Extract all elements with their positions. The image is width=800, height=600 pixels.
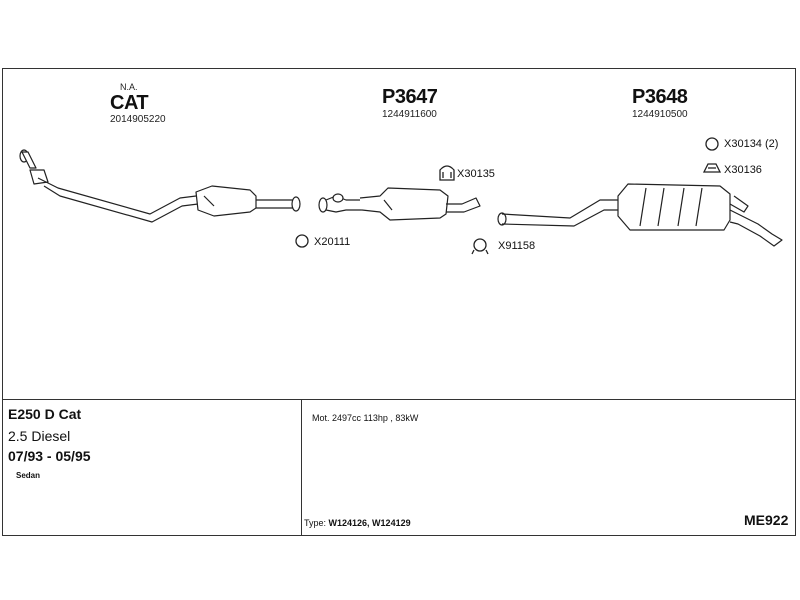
cat-note: N.A. <box>120 82 138 92</box>
cat-part-number: 2014905220 <box>110 114 166 125</box>
type-row: Type: W124126, W124129 <box>304 518 411 528</box>
p3647-label: P3647 <box>382 86 438 108</box>
rear-silencer-drawing <box>497 183 783 247</box>
vehicle-engine: 2.5 Diesel <box>8 428 71 444</box>
p3647-part-number: 1244911600 <box>382 109 437 120</box>
reference-code: ME922 <box>744 512 789 528</box>
fitting-x30134: X30134 (2) <box>724 138 779 150</box>
mounting-clamp-icon <box>471 238 489 255</box>
middle-silencer-drawing <box>318 187 481 221</box>
divider-horizontal <box>3 399 795 400</box>
catalytic-converter-drawing <box>19 149 301 223</box>
vehicle-years: 07/93 - 05/95 <box>8 448 91 464</box>
p3648-part-number: 1244910500 <box>632 109 688 120</box>
cat-label: CAT <box>110 92 149 114</box>
fitting-x91158: X91158 <box>498 240 536 252</box>
motor-spec: Mot. 2497cc 113hp , 83kW <box>312 413 419 423</box>
hanger-icon <box>702 163 722 173</box>
fitting-x30135: X30135 <box>457 168 495 180</box>
divider-vertical <box>301 399 302 536</box>
diagram-frame <box>2 68 796 536</box>
p3648-label: P3648 <box>632 86 688 108</box>
clamp-icon <box>439 165 455 181</box>
fitting-x20111: X20111 <box>314 236 351 248</box>
fitting-x30136: X30136 <box>724 164 762 176</box>
ring-gasket-icon <box>295 234 309 248</box>
vehicle-model: E250 D Cat <box>8 406 82 422</box>
type-label: Type: <box>304 518 327 528</box>
ring-gasket-icon-2 <box>705 137 719 151</box>
vehicle-body: Sedan <box>16 471 41 480</box>
type-value: W124126, W124129 <box>328 518 411 528</box>
